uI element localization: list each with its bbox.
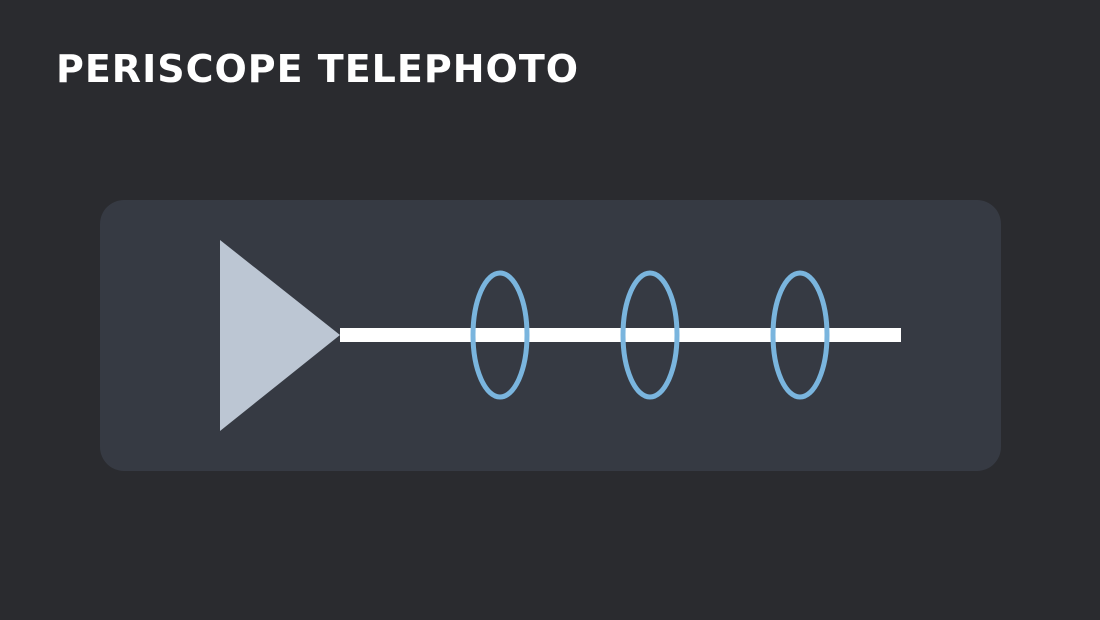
lens-element-3	[770, 270, 830, 400]
lens-element-1	[470, 270, 530, 400]
page-title: PERISCOPE TELEPHOTO	[56, 47, 580, 91]
lens-element-2	[620, 270, 680, 400]
triangle-prism-icon	[220, 240, 340, 431]
